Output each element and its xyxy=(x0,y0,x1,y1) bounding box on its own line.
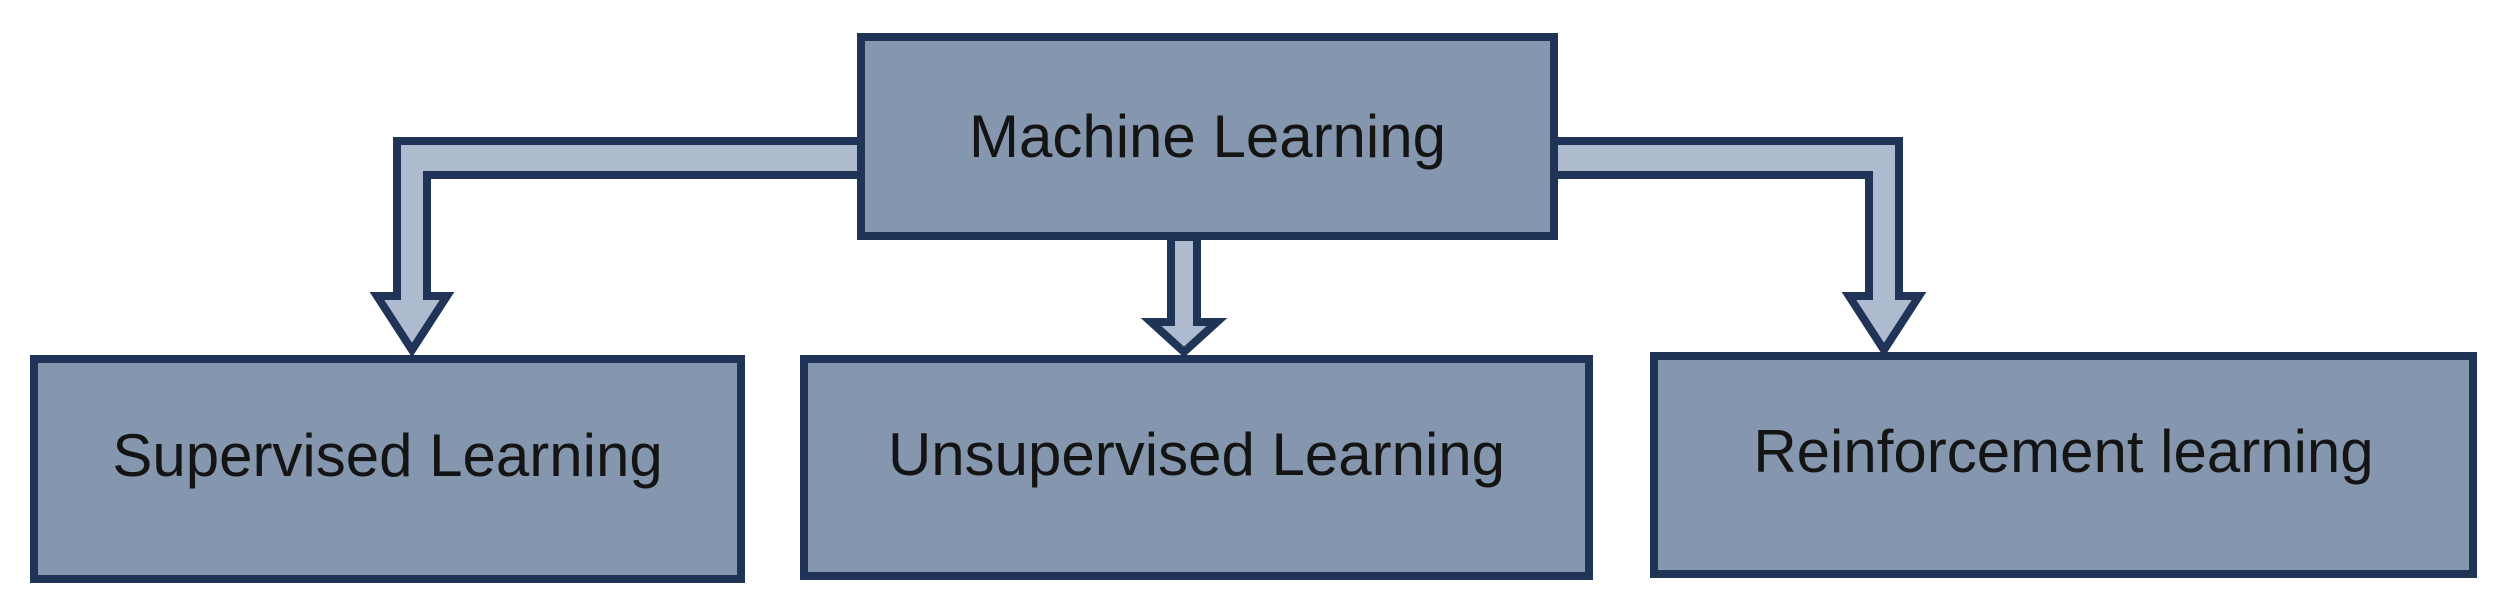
arrow-to-supervised-icon xyxy=(369,137,865,358)
node-supervised-learning: Supervised Learning xyxy=(30,355,745,583)
node-machine-learning: Machine Learning xyxy=(857,33,1558,240)
node-supervised-learning-label: Supervised Learning xyxy=(112,422,663,489)
arrow-to-reinforcement-icon xyxy=(1550,137,1927,358)
arrow-to-unsupervised-icon xyxy=(1140,233,1228,358)
node-unsupervised-learning-label: Unsupervised Learning xyxy=(887,420,1506,488)
node-reinforcement-learning: Reinforcement learning xyxy=(1650,352,2477,578)
node-machine-learning-label: Machine Learning xyxy=(969,102,1446,170)
node-reinforcement-learning-label: Reinforcement learning xyxy=(1753,418,2374,485)
node-unsupervised-learning: Unsupervised Learning xyxy=(800,355,1593,580)
